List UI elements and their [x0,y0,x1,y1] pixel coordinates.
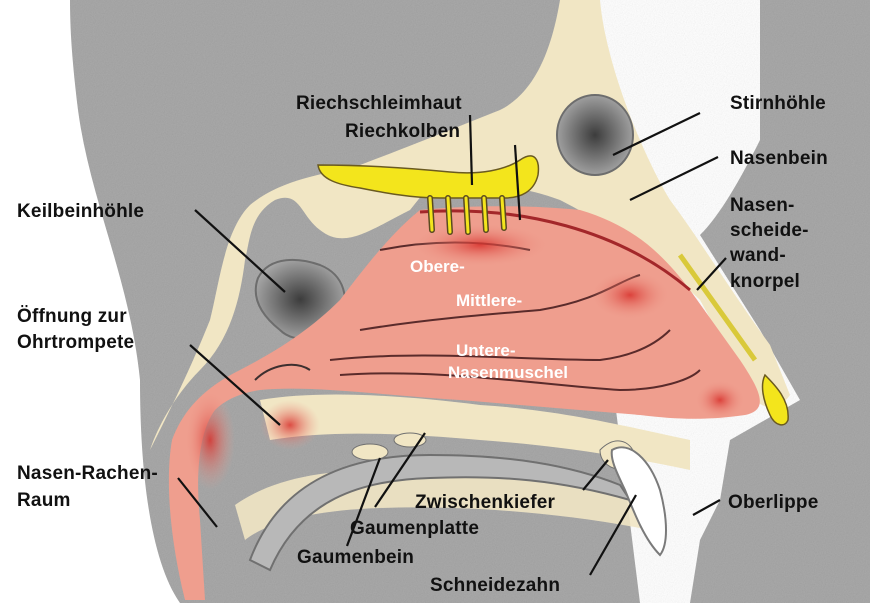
label-obere: Obere- [410,256,465,277]
label-gaumenplatte: Gaumenplatte [350,517,479,540]
label-nasenmuschel: Nasenmuschel [448,362,568,383]
label-zwischenkiefer: Zwischenkiefer [415,491,555,514]
label-keilbeinhoehle: Keilbeinhöhle [17,200,144,223]
label-nasen-rachen-2: Raum [17,489,71,512]
label-oeffnung-2: Ohrtrompete [17,331,134,354]
label-mittlere: Mittlere- [456,290,522,311]
label-stirnhoehle: Stirnhöhle [730,92,826,115]
label-schneidezahn: Schneidezahn [430,574,560,597]
frontal-sinus [557,95,633,175]
label-riechkolben: Riechkolben [345,120,460,143]
label-nasenscheidewandknorpel-2: scheide- [730,219,809,242]
label-nasenscheidewandknorpel-1: Nasen- [730,194,795,217]
label-nasenscheidewandknorpel-4: knorpel [730,270,800,293]
label-untere: Untere- [456,340,516,361]
label-gaumenbein: Gaumenbein [297,546,414,569]
label-oberlippe: Oberlippe [728,491,818,514]
label-oeffnung-1: Öffnung zur [17,305,127,328]
label-nasen-rachen-1: Nasen-Rachen- [17,462,158,485]
label-nasenbein: Nasenbein [730,147,828,170]
label-riechschleimhaut: Riechschleimhaut [296,92,462,115]
label-nasenscheidewandknorpel-3: wand- [730,244,786,267]
